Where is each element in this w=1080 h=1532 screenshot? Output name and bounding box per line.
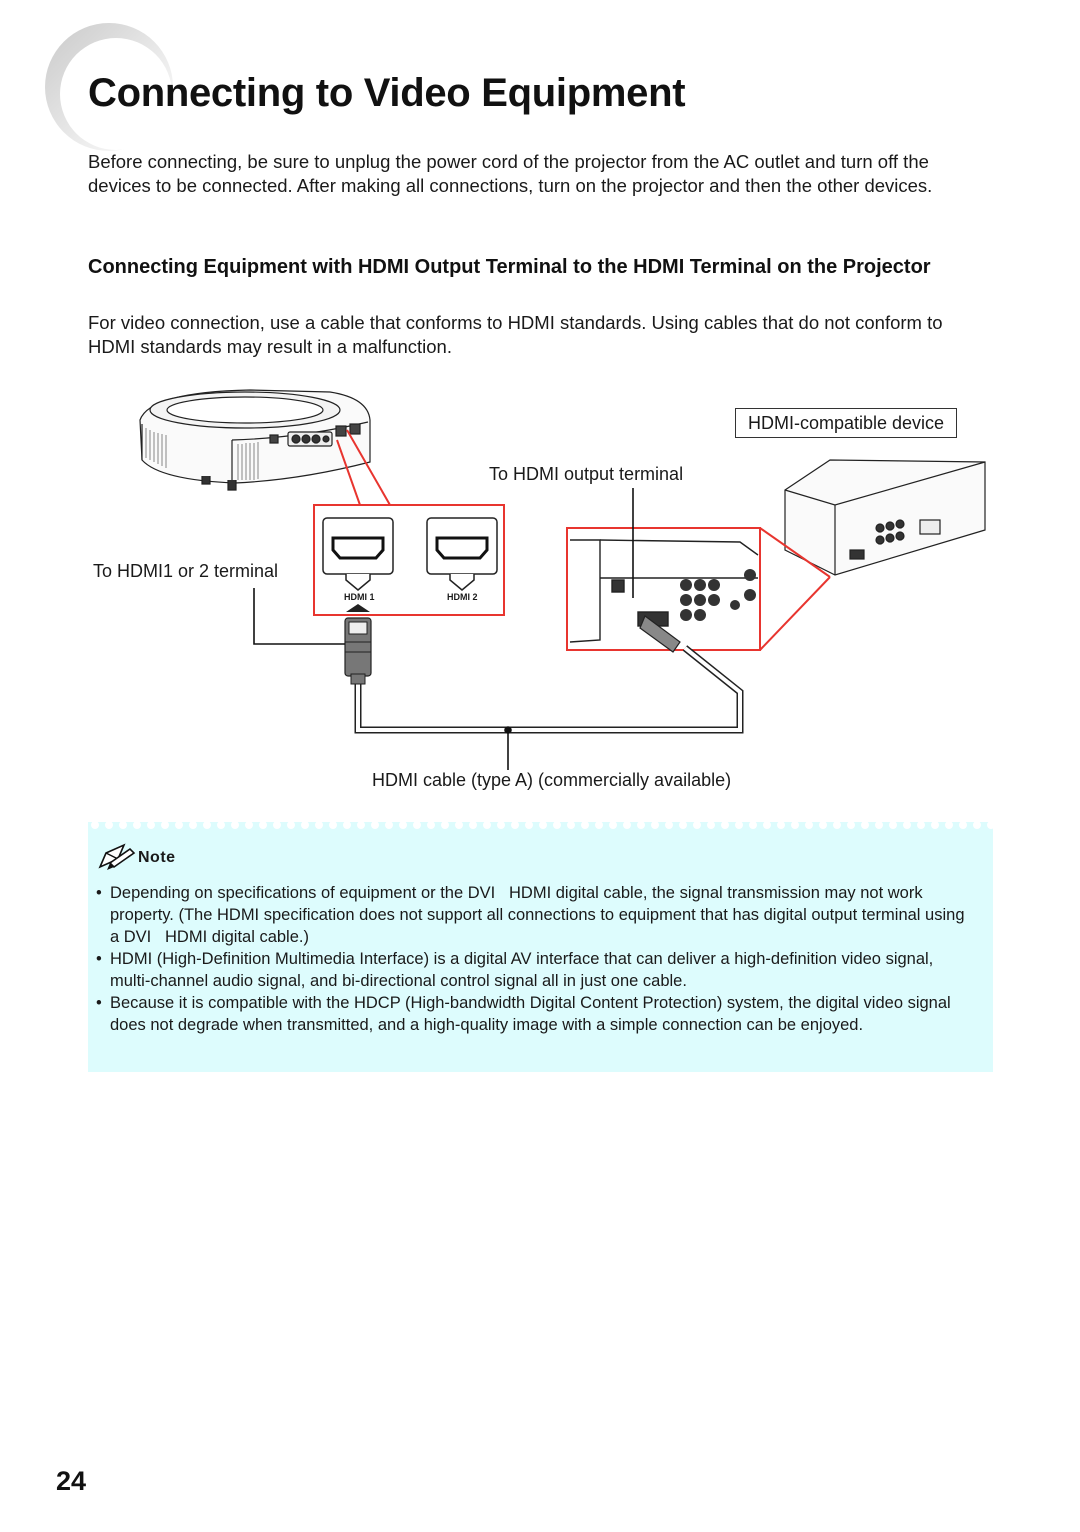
bullet: • bbox=[96, 994, 102, 1012]
input-terminal-label: To HDMI1 or 2 terminal bbox=[93, 561, 279, 581]
title-ornament bbox=[45, 23, 173, 151]
device-label: HDMI-compatible device bbox=[735, 408, 958, 438]
note-list: • Depending on specifications of equipmen… bbox=[88, 882, 978, 1036]
bullet: • bbox=[96, 950, 102, 968]
section-paragraph: For video connection, use a cable that c… bbox=[88, 312, 943, 357]
note-item-text: Because it is compatible with the HDCP (… bbox=[110, 994, 951, 1034]
page-number: 24 bbox=[56, 1466, 87, 1496]
hdmi-device-illustration bbox=[784, 459, 986, 576]
port-label-hdmi2: HDMI 2 bbox=[447, 592, 478, 602]
note-heading-text: Note bbox=[138, 849, 176, 866]
note-item-text: HDMI (High-Definition Multimedia Interfa… bbox=[110, 950, 934, 990]
section-heading: Connecting Equipment with HDMI Output Te… bbox=[88, 256, 931, 278]
port-label-hdmi1: HDMI 1 bbox=[344, 592, 375, 602]
output-terminal-label: To HDMI output terminal bbox=[489, 464, 684, 484]
projector-callout bbox=[313, 429, 505, 616]
device-callout bbox=[566, 527, 831, 653]
intro-paragraph: Before connecting, be sure to unplug the… bbox=[88, 151, 933, 196]
note-box bbox=[88, 824, 993, 1072]
cable-label: HDMI cable (type A) (commercially availa… bbox=[372, 770, 732, 790]
leader-lines bbox=[253, 488, 634, 770]
note-item: • Because it is compatible with the HDCP … bbox=[88, 992, 978, 1036]
connection-diagram: HDMI-compatible device To HDMI output te… bbox=[0, 380, 1080, 810]
page-title: Connecting to Video Equipment bbox=[88, 71, 686, 115]
diagram-illustration bbox=[139, 389, 986, 770]
note-item: • Depending on specifications of equipmen… bbox=[88, 882, 978, 948]
note-heading: Note bbox=[96, 840, 176, 876]
note-box-edge bbox=[88, 822, 993, 834]
projector-illustration bbox=[139, 389, 371, 491]
bullet: • bbox=[96, 884, 102, 902]
note-item: • HDMI (High-Definition Multimedia Interf… bbox=[88, 948, 978, 992]
note-item-text: Depending on specifications of equipment… bbox=[110, 884, 965, 946]
hdmi-cable bbox=[344, 617, 744, 734]
pencil-icon bbox=[98, 843, 136, 870]
